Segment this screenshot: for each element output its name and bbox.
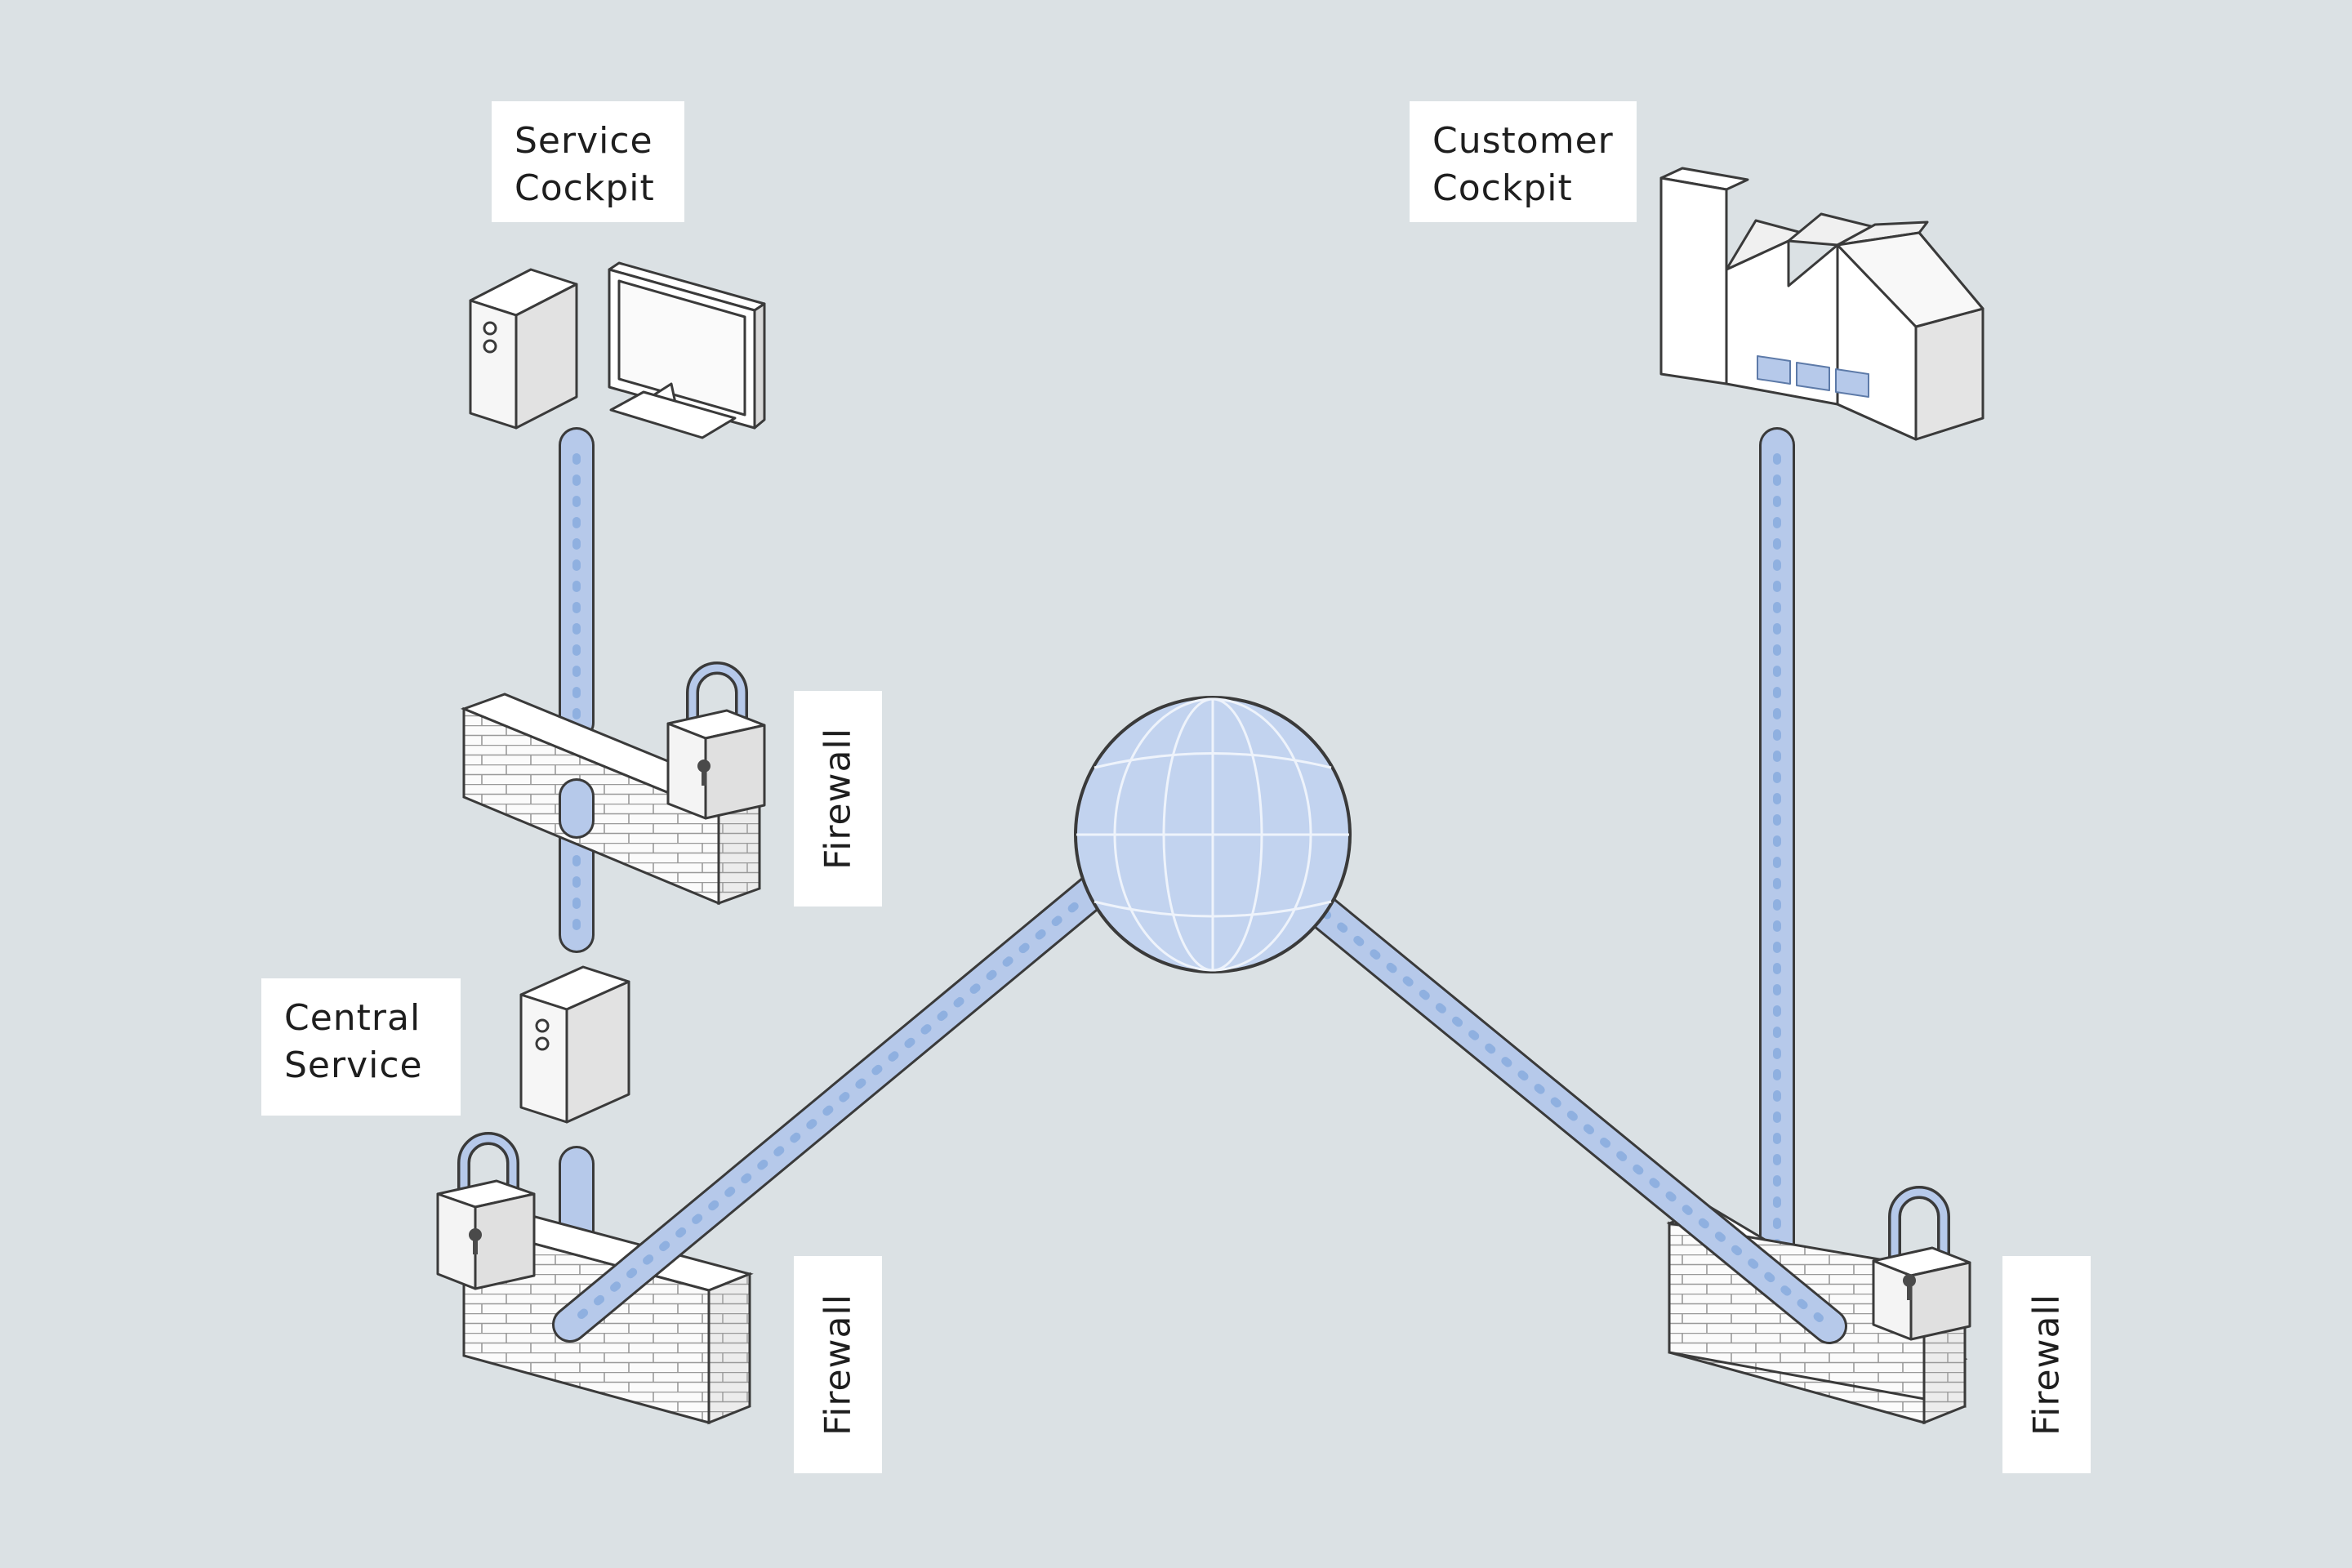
firewall-label-lower-left: Firewall bbox=[794, 1256, 882, 1473]
firewall-label-lower-right: Firewall bbox=[2002, 1256, 2091, 1473]
connection-to-internet-right bbox=[1298, 889, 1847, 1344]
connection-to-internet-left bbox=[552, 872, 1112, 1343]
service-cockpit-label-line2: Cockpit bbox=[514, 167, 655, 209]
padlock-icon bbox=[666, 662, 766, 820]
padlock-icon bbox=[1872, 1186, 1971, 1341]
customer-cockpit-label-line1: Customer bbox=[1432, 120, 1614, 162]
central-service-label: Central Service bbox=[261, 978, 461, 1116]
internet-globe-icon bbox=[1074, 696, 1352, 973]
central-service-label-line1: Central bbox=[284, 997, 421, 1039]
central-service-label-line2: Service bbox=[284, 1045, 423, 1086]
firewall-label-lower-left-text: Firewall bbox=[817, 1294, 859, 1436]
firewall-label-upper-left-text: Firewall bbox=[817, 728, 859, 870]
service-cockpit-label-line1: Service bbox=[514, 120, 653, 162]
server-tower-icon bbox=[519, 965, 630, 1124]
desktop-computer-icon bbox=[469, 261, 766, 439]
firewall-label-upper-left: Firewall bbox=[794, 691, 882, 906]
customer-cockpit-label-line2: Cockpit bbox=[1432, 167, 1573, 209]
customer-cockpit-label: Customer Cockpit bbox=[1410, 101, 1637, 222]
firewall-label-lower-right-text: Firewall bbox=[2025, 1294, 2068, 1436]
padlock-icon bbox=[436, 1132, 536, 1290]
factory-building-icon bbox=[1659, 167, 1984, 441]
service-cockpit-label: Service Cockpit bbox=[492, 101, 684, 222]
